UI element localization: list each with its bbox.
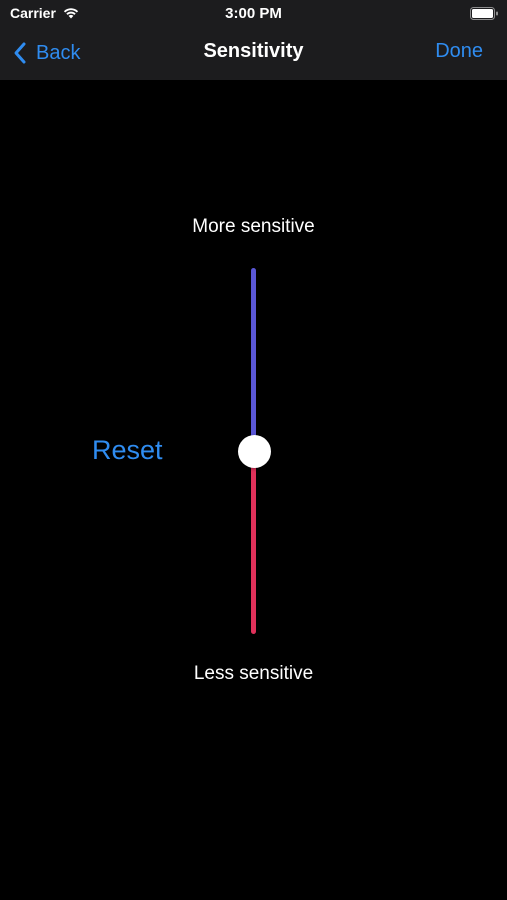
back-button-label: Back	[36, 41, 81, 64]
chevron-left-icon	[14, 42, 26, 64]
status-bar: Carrier 3:00 PM	[0, 0, 507, 28]
nav-bar: Back Sensitivity Done	[0, 28, 507, 80]
battery-icon	[470, 7, 498, 20]
sensitivity-slider[interactable]	[236, 268, 272, 634]
status-time: 3:00 PM	[225, 5, 282, 22]
slider-track-lower[interactable]	[251, 451, 256, 634]
slider-thumb[interactable]	[238, 434, 271, 468]
back-button[interactable]: Back	[12, 38, 80, 68]
wifi-icon	[63, 8, 79, 19]
less-sensitive-label: Less sensitive	[193, 663, 314, 684]
more-sensitive-label: More sensitive	[192, 216, 315, 237]
top-bar: Carrier 3:00 PM Back Sensitivity Done	[0, 0, 507, 80]
done-button[interactable]: Done	[435, 40, 483, 62]
slider-track-upper[interactable]	[251, 268, 256, 451]
carrier-label: Carrier	[10, 5, 56, 21]
page-title: Sensitivity	[203, 40, 304, 62]
reset-button[interactable]: Reset	[92, 435, 163, 465]
